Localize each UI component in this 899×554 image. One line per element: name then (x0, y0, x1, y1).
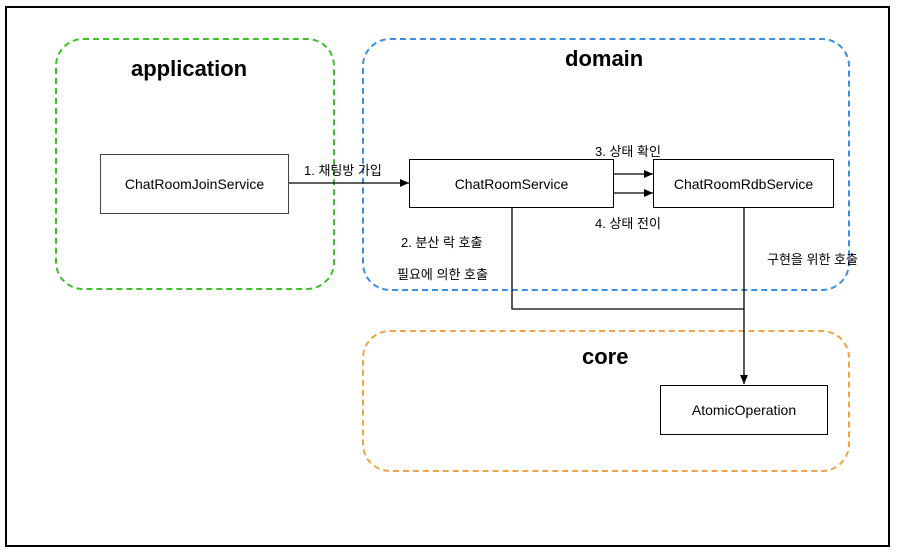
label-impl-call: 구현을 위한 호출 (767, 252, 858, 267)
label-need-call: 필요에 의한 호출 (397, 267, 488, 282)
domain-group (362, 38, 850, 291)
core-title: core (582, 344, 629, 369)
label-join-to-chatroom: 1. 채팅방 가입 (304, 163, 382, 178)
label-transition-state: 4. 상태 전이 (595, 216, 661, 231)
diagram-frame (5, 6, 890, 547)
node-atomic-operation: AtomicOperation (660, 385, 828, 435)
node-chatroom-join-service: ChatRoomJoinService (100, 154, 289, 214)
edge-chatroom-to-atomic (511, 208, 744, 310)
node-chatroom-service: ChatRoomService (409, 159, 614, 208)
domain-title: domain (565, 46, 644, 71)
application-title: application (131, 56, 248, 81)
core-group (362, 330, 850, 472)
node-chatroom-rdb-service: ChatRoomRdbService (653, 159, 834, 208)
application-group (55, 38, 335, 290)
label-check-state: 3. 상태 확인 (595, 144, 661, 159)
label-lock-call: 2. 분산 락 호출 (401, 235, 483, 250)
